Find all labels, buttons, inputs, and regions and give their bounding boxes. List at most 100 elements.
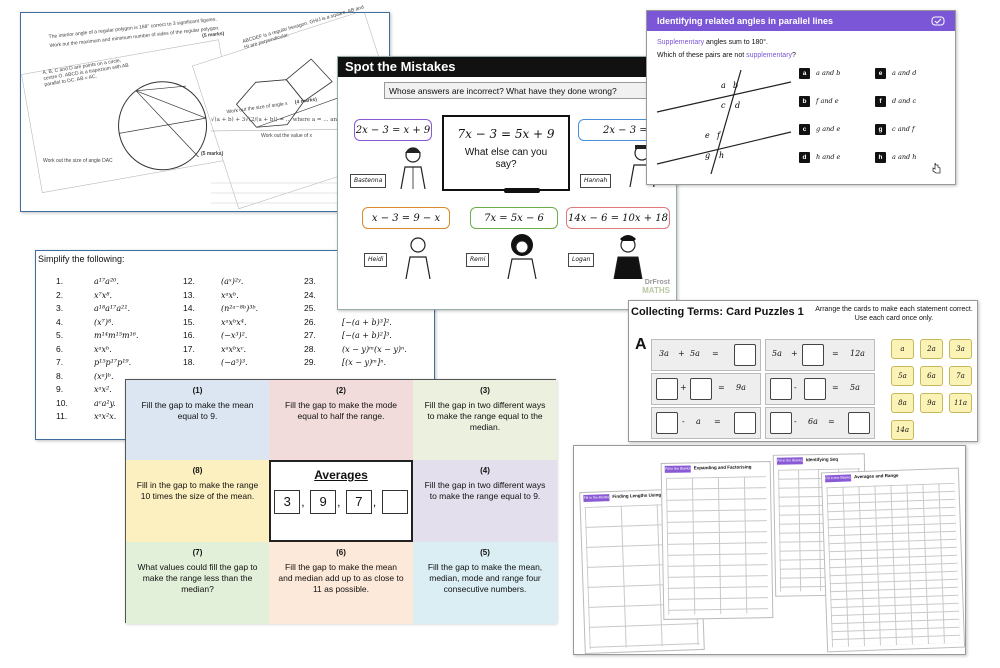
blank-card-slot[interactable] [804, 378, 826, 400]
exercise-number: 3. [56, 303, 64, 313]
blank-card-slot[interactable] [734, 412, 756, 434]
exercise-expression: (xᵃ)ᵇ. [94, 371, 114, 381]
exercise-number: 6. [56, 343, 64, 354]
equation-row-2b: - = 5a [765, 373, 875, 405]
answer-card[interactable]: 5a [891, 366, 914, 386]
option-text: a and d [892, 69, 917, 77]
exercise-row: 16. (−x³)². [183, 329, 258, 343]
exercise-row: 4.(x⁷)⁸. [56, 316, 139, 330]
exercise-row: 26.[−(a + b)³]². [304, 316, 407, 330]
answer-card[interactable]: 14a [891, 420, 914, 440]
exercise-expression: x⁷x⁸. [94, 290, 112, 300]
answer-card[interactable]: 7a [949, 366, 972, 386]
averages-task-cell: (6)Fill the gap to make the mean and med… [269, 542, 413, 624]
blank-card-slot[interactable] [848, 412, 870, 434]
exercise-expression: (n²ᵃ⁻⁸ᵇ)³ᵇ. [221, 304, 259, 313]
answer-card[interactable]: 9a [920, 393, 943, 413]
answer-option[interactable]: e a and d [875, 68, 916, 79]
option-text: d and c [892, 97, 917, 105]
hand-cursor-icon [932, 162, 941, 174]
exercise-row: 14. (n²ᵃ⁻⁸ᵇ)³ᵇ. [183, 302, 258, 316]
option-text: a and h [892, 153, 917, 161]
angle-label: a [721, 81, 726, 90]
exercise-number: 25. [304, 303, 316, 313]
exercise-number: 1. [56, 276, 64, 286]
blank-card-slot[interactable] [770, 378, 792, 400]
worksheet-averages-range: Fill in the Blanks Averages and Range [820, 467, 966, 653]
exercise-number: 11. [56, 411, 68, 421]
exercise-number: 8. [56, 370, 64, 381]
person-logan-illustration [613, 235, 643, 279]
blank-card-slot[interactable] [656, 412, 678, 434]
exercise-row: 12.(aˣ)²ʸ. [183, 275, 258, 289]
blank-card-slot[interactable] [690, 378, 712, 400]
name-label-logan: Logan [568, 253, 595, 267]
exercise-number: 14. [183, 303, 195, 313]
task-text: Fill the gap to make the mode equal to h… [285, 400, 397, 421]
exercise-expression: (−a⁵)³. [221, 358, 248, 367]
option-text: f and e [816, 97, 839, 105]
speech-bubble-heidi: x − 3 = 9 − x [362, 207, 450, 229]
name-label-hannah: Hannah [580, 174, 612, 188]
speech-bubble-bastenna: 2x − 3 = x + 9 [354, 119, 432, 141]
task-text: Fill the gap to make the mean and median… [278, 562, 404, 594]
answer-card[interactable]: a [891, 339, 914, 359]
angle-label: c [721, 101, 726, 110]
angle-label: h [719, 151, 724, 160]
blank-card-slot[interactable] [734, 344, 756, 366]
blank-card-slot[interactable] [770, 412, 792, 434]
answer-card[interactable]: 2a [920, 339, 943, 359]
angle-label: b [733, 81, 738, 90]
task-text: What values could fill the gap to make t… [137, 562, 258, 594]
exercise-number: 10. [56, 397, 68, 408]
puzzle-title: Collecting Terms: Card Puzzles 1 [631, 306, 804, 318]
exercise-number: 5. [56, 330, 64, 340]
task-number: (2) [336, 386, 346, 395]
exercise-number: 4. [56, 316, 64, 327]
answer-card[interactable]: 11a [949, 393, 972, 413]
number-card: 3 [274, 490, 301, 514]
exercise-number: 16. [183, 330, 195, 340]
answer-card[interactable]: 8a [891, 393, 914, 413]
task-number: (1) [192, 386, 203, 395]
exercise-number: 2. [56, 289, 64, 300]
task-number: (8) [192, 466, 203, 475]
exercise-row: 18.(−a⁵)³. [183, 356, 258, 370]
exercise-number: 13. [183, 289, 195, 300]
speech-bubble-remi: 7x = 5x − 6 [470, 207, 558, 229]
exercise-row: 28.(x − y)ᵐ(x − y)ⁿ. [304, 343, 407, 357]
board-question: What else can you say? [464, 147, 548, 170]
check-button[interactable]: Check [929, 13, 947, 36]
option-text: h and e [816, 153, 841, 161]
answer-card[interactable]: 6a [920, 366, 943, 386]
task-number: (3) [480, 386, 490, 395]
simplify-column-3: 23.24.25.26.[−(a + b)³]².27.[−(a + b)²]³… [304, 275, 407, 370]
option-letter: f [875, 96, 886, 107]
option-letter: e [875, 68, 886, 79]
averages-task-cell: (7)What values could fill the gap to mak… [126, 542, 269, 624]
person-heidi-illustration [405, 237, 431, 279]
averages-number-list: 3, 9, 7, [271, 490, 411, 514]
exercise-expression: (−x³)². [221, 331, 248, 340]
blank-number-card[interactable] [381, 490, 408, 514]
equation-row-3b: - 6a = [765, 407, 875, 439]
task-number: (5) [480, 548, 490, 557]
equation-row-2a: + = 9a [651, 373, 761, 405]
averages-activity: (1)Fill the gap to make the mean equal t… [125, 379, 557, 624]
exercise-expression: xᵃxᵇxᶜ. [221, 344, 247, 354]
averages-task-cell: (1)Fill the gap to make the mean equal t… [126, 380, 269, 460]
averages-task-cell: (5)Fill the gap to make the mean, median… [413, 542, 557, 624]
exercise-expression: a¹⁷a²⁰. [94, 277, 119, 286]
blank-card-slot[interactable] [656, 378, 678, 400]
answer-option[interactable]: f d and c [875, 96, 916, 107]
answer-card[interactable]: 3a [949, 339, 972, 359]
averages-title: Averages [314, 468, 368, 482]
blank-card-slot[interactable] [802, 344, 824, 366]
exercise-row: 10.aᶜa²y. [56, 397, 139, 411]
